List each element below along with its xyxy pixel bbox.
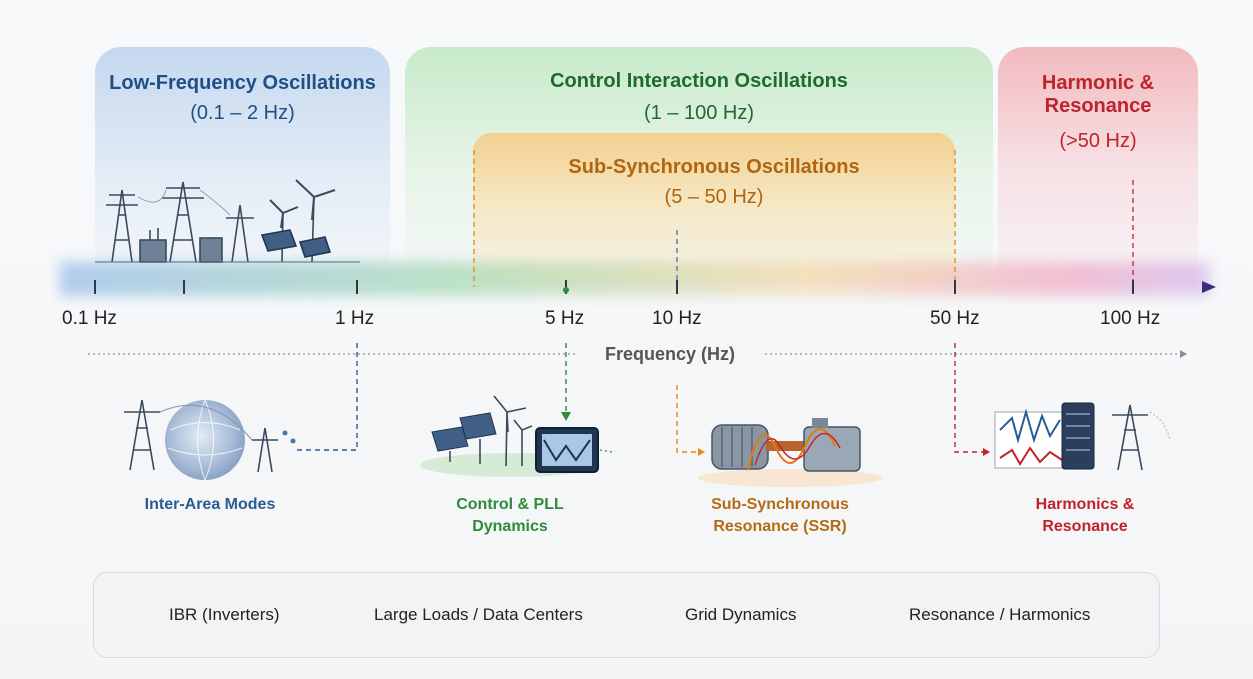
arrow-head-icon [983,448,990,456]
legend-label-grid-dynamics: Grid Dynamics [685,605,797,624]
solar-wind-scope-icon [420,395,613,477]
turbine-generator-icon [698,418,882,487]
power-grid-landscape-icon [95,179,360,263]
transmission-globe-icon [124,399,296,481]
sub-synchronous-range: (5 – 50 Hz) [664,186,764,208]
category-harmonics-line2: Resonance [1042,518,1128,535]
5hz-marker [563,287,569,293]
waveform-server-icon [994,402,1171,471]
legend-item-grid-dynamics: Grid Dynamics [677,573,796,657]
range-guides [473,150,1134,287]
harmonic-resonance-range: (>50 Hz) [1059,130,1137,152]
category-harmonics: Harmonics & Resonance [985,494,1185,538]
category-inter-area-line1: Inter-Area Modes [144,496,276,513]
transmission-tower-icon [226,204,254,263]
category-control-pll-line2: Dynamics [472,518,548,535]
category-connectors [295,343,985,453]
low-frequency-title: Low-Frequency Oscillations [109,72,376,94]
tick-label-10hz: 10 Hz [652,308,702,329]
frequency-label-arrows [88,350,1187,358]
arrow-head-icon [1180,350,1187,358]
transmission-tower-icon [1112,404,1148,471]
control-interaction-range: (1 – 100 Hz) [643,102,755,124]
tick-label-5hz: 5 Hz [545,308,585,329]
substation-icon [139,228,223,263]
legend: IBR (Inverters) Large Loads / Data Cente… [93,572,1160,658]
tick-label-1hz: 1 Hz [335,308,375,329]
legend-item-ibr: IBR (Inverters) [161,573,280,657]
inter-area-connector [295,343,358,451]
axis-title: Frequency (Hz) [580,344,760,365]
category-control-pll: Control & PLL Dynamics [420,494,600,538]
transmission-tower-icon [162,181,204,263]
harmonic-resonance-title: Harmonic & Resonance [998,72,1198,118]
harmonics-connector [954,343,985,453]
arrow-head-icon [698,448,705,456]
legend-item-resonance: Resonance / Harmonics [901,573,1090,657]
harmonic-title-line1: Harmonic & [1041,72,1155,94]
ssr-connector [676,385,700,453]
tick-label-100hz: 100 Hz [1100,308,1161,329]
axis-arrow-icon [1202,281,1216,293]
category-harmonics-line1: Harmonics & [1035,496,1135,513]
solar-panel-icon [260,229,332,258]
tick-label-0.1hz: 0.1 Hz [62,308,117,329]
legend-label-ibr: IBR (Inverters) [169,605,280,624]
sub-synchronous-title: Sub-Synchronous Oscillations [568,156,860,178]
category-ssr-line1: Sub-Synchronous [711,496,849,513]
legend-item-large-loads: Large Loads / Data Centers [366,573,583,657]
category-ssr: Sub-Synchronous Resonance (SSR) [680,494,880,538]
transmission-tower-icon [106,189,138,263]
category-ssr-line2: Resonance (SSR) [713,518,847,535]
frequency-axis [94,280,1216,294]
low-frequency-range: (0.1 – 2 Hz) [190,102,295,124]
axis-glow [60,262,1210,296]
legend-label-large-loads: Large Loads / Data Centers [374,605,583,624]
harmonic-resonance-band [998,47,1198,287]
server-rack-icon [1061,402,1095,470]
category-inter-area: Inter-Area Modes [110,494,310,516]
harmonic-title-line2: Resonance [1044,95,1152,117]
control-interaction-title: Control Interaction Oscillations [550,70,848,92]
category-control-pll-line1: Control & PLL [456,496,564,513]
arrow-head-icon [561,412,571,421]
sub-synchronous-band [473,133,955,285]
legend-label-resonance: Resonance / Harmonics [909,605,1091,624]
tick-label-50hz: 50 Hz [930,308,980,329]
